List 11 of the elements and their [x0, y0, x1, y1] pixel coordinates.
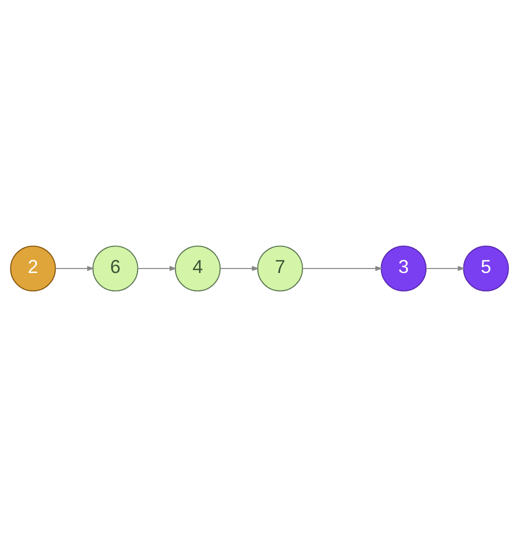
arrow — [220, 265, 260, 271]
arrow — [138, 265, 177, 271]
arrow — [426, 265, 466, 271]
arrow — [302, 265, 383, 271]
node-circle: 3 — [380, 245, 427, 291]
node-circle: 4 — [174, 245, 221, 291]
node-circle: 7 — [257, 245, 304, 291]
node-circle: 2 — [10, 245, 56, 291]
node-circle: 5 — [463, 245, 509, 291]
arrow — [56, 265, 94, 271]
node-circle: 6 — [92, 245, 138, 291]
